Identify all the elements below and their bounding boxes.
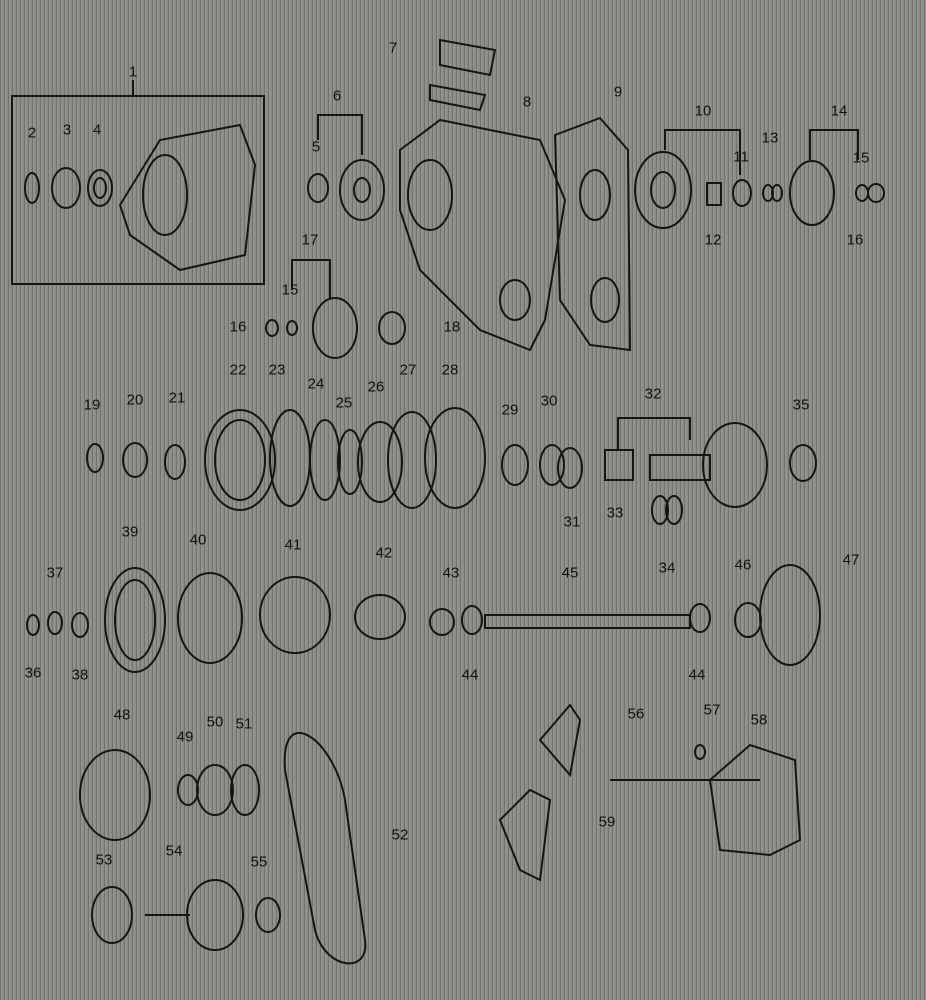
part-label: 41 — [284, 536, 302, 554]
part-label: 30 — [540, 392, 558, 410]
part-label: 24 — [307, 375, 325, 393]
retainer-10 — [634, 151, 692, 229]
part-label: 27 — [399, 361, 417, 379]
part-label: 57 — [703, 701, 721, 719]
part-label: 53 — [95, 851, 113, 869]
gaskets-7-8 — [429, 38, 497, 112]
row-19-35 — [86, 407, 817, 525]
part-label: 15 — [852, 149, 870, 167]
part-label: 5 — [311, 138, 321, 156]
part-label: 46 — [734, 556, 752, 574]
part-label: 40 — [189, 531, 207, 549]
part-label: 16 — [846, 231, 864, 249]
part-label: 50 — [206, 713, 224, 731]
front-case — [399, 118, 567, 352]
part-label: 45 — [561, 564, 579, 582]
part-label: 49 — [176, 728, 194, 746]
part-label: 28 — [441, 361, 459, 379]
part-label: 44 — [461, 666, 479, 684]
part-label: 32 — [644, 385, 662, 403]
part-label: 54 — [165, 842, 183, 860]
part-label: 34 — [658, 559, 676, 577]
part-label: 48 — [113, 706, 131, 724]
part-label: 10 — [694, 102, 712, 120]
part-label: 13 — [761, 129, 779, 147]
part-label: 14 — [830, 102, 848, 120]
row-48-59 — [79, 703, 802, 965]
part-label: 52 — [391, 826, 409, 844]
part-label: 18 — [443, 318, 461, 336]
part-label: 7 — [388, 39, 398, 57]
part-label: 58 — [750, 711, 768, 729]
part-label: 42 — [375, 544, 393, 562]
part-label: 8 — [522, 93, 532, 111]
part-label: 55 — [250, 853, 268, 871]
part-label: 35 — [792, 396, 810, 414]
part-label: 22 — [229, 361, 247, 379]
part-label: 20 — [126, 391, 144, 409]
part-label: 4 — [92, 121, 102, 139]
yoke-14 — [789, 160, 885, 226]
part-label: 36 — [24, 664, 42, 682]
group-bracket-10 — [664, 129, 741, 175]
part-label: 29 — [501, 401, 519, 419]
part-label: 39 — [121, 523, 139, 541]
part-label: 17 — [301, 231, 319, 249]
part-label: 33 — [606, 504, 624, 522]
seal-5 — [307, 173, 329, 203]
row-36-47 — [26, 564, 821, 673]
retainer-6 — [339, 159, 385, 221]
group-bracket-32 — [617, 417, 691, 450]
group-bracket-14 — [809, 129, 859, 160]
part-label: 3 — [62, 121, 72, 139]
part-label: 37 — [46, 564, 64, 582]
part-label: 26 — [367, 378, 385, 396]
part-label: 9 — [613, 83, 623, 101]
part-label: 16 — [229, 318, 247, 336]
adapter-group-box — [11, 95, 265, 285]
part-label: 44 — [688, 666, 706, 684]
part-label: 23 — [268, 361, 286, 379]
part-label: 43 — [442, 564, 460, 582]
part-label: 6 — [332, 87, 342, 105]
part-label: 47 — [842, 551, 860, 569]
part-label: 25 — [335, 394, 353, 412]
rings-2-4 — [24, 167, 113, 209]
part-label: 1 — [128, 63, 138, 81]
part-label: 12 — [704, 231, 722, 249]
part-label: 19 — [83, 396, 101, 414]
part-label: 2 — [27, 124, 37, 142]
group-bracket-17 — [291, 259, 331, 300]
parts-11-13 — [706, 179, 783, 207]
part-label: 31 — [563, 513, 581, 531]
part-label: 15 — [281, 281, 299, 299]
part-label: 56 — [627, 705, 645, 723]
adapter-housing — [118, 123, 257, 272]
yoke-17 — [265, 297, 406, 359]
group-bracket-6 — [317, 114, 363, 155]
part-label: 51 — [235, 715, 253, 733]
part-label: 21 — [168, 389, 186, 407]
part-label: 59 — [598, 813, 616, 831]
part-label: 11 — [733, 148, 749, 166]
rear-case-9 — [553, 116, 632, 352]
part-label: 38 — [71, 666, 89, 684]
